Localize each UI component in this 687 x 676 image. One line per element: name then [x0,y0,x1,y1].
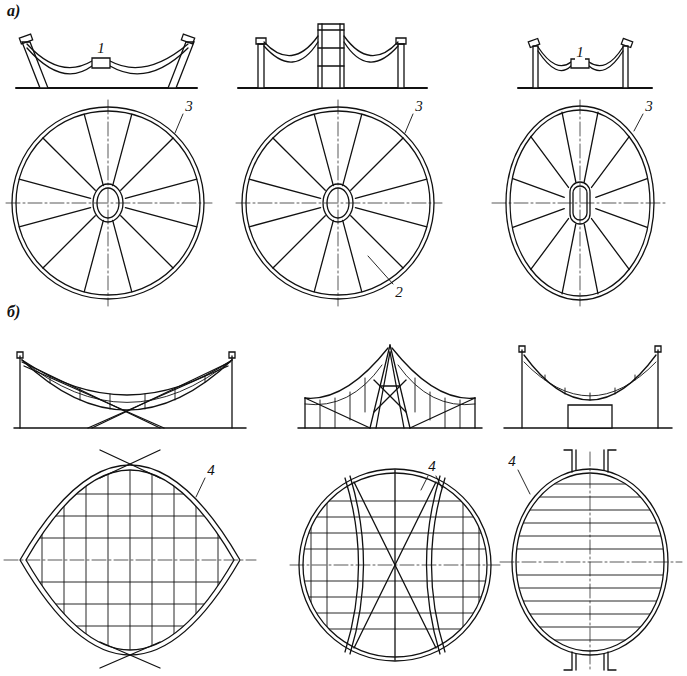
elevation-b3 [504,346,672,428]
callout-number: 4 [427,459,437,474]
figure-letter: б) [6,304,21,320]
plan-a1 [6,100,212,306]
plan-b1 [4,450,256,670]
elevation-b2 [298,345,482,428]
plan-b3 [500,450,682,672]
callout-number: 3 [414,99,424,114]
plan-a3 [492,100,668,306]
plan-a2 [236,100,442,306]
elevation-a2 [238,24,427,88]
elevation-a1 [16,34,197,88]
elevation-b1 [14,352,246,428]
callout-number: 1 [575,45,585,60]
callout-number: 2 [394,285,404,300]
elevation-a3 [518,38,652,88]
callout-number: 3 [184,99,194,114]
callout-number: 3 [644,99,654,114]
callout-number: 1 [96,41,106,56]
callout-number: 4 [206,463,216,478]
figure-letter: а) [6,3,21,19]
plan-b2 [290,460,500,670]
callout-number: 4 [507,454,517,469]
